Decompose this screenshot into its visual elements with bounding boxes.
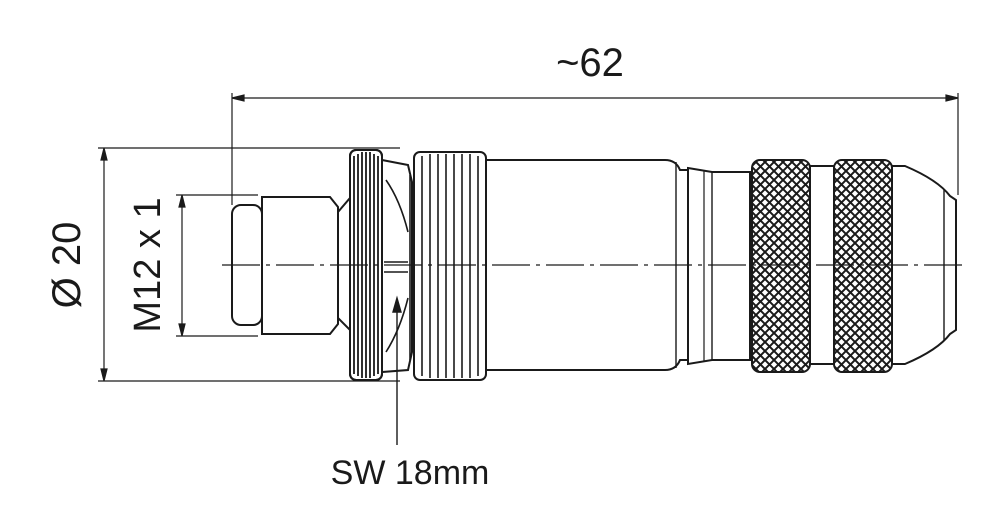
thread-arrow-top — [178, 194, 186, 208]
knurled-ring-rear — [833, 159, 893, 373]
diameter-arrow-bottom — [100, 368, 108, 382]
length-arrow-left — [231, 94, 245, 102]
wrench-flats — [381, 158, 413, 374]
neck — [337, 195, 351, 333]
thread-label: M12 x 1 — [127, 197, 169, 332]
diameter-dimension — [98, 147, 400, 382]
grip-ring — [413, 151, 487, 381]
overall-length-dimension — [231, 93, 959, 205]
thread-dimension — [176, 194, 258, 337]
wrench-size-leader — [392, 295, 402, 445]
length-arrow-right — [945, 94, 959, 102]
diameter-arrow-top — [100, 147, 108, 161]
clamp-section — [687, 166, 751, 366]
diameter-label: Ø 20 — [45, 222, 89, 309]
thread-arrow-bottom — [178, 323, 186, 337]
overall-length-label: ~62 — [556, 41, 624, 85]
knurled-ring-front — [751, 159, 811, 373]
wrench-size-label: SW 18mm — [331, 454, 490, 492]
grip-ring-grooves — [421, 154, 479, 378]
